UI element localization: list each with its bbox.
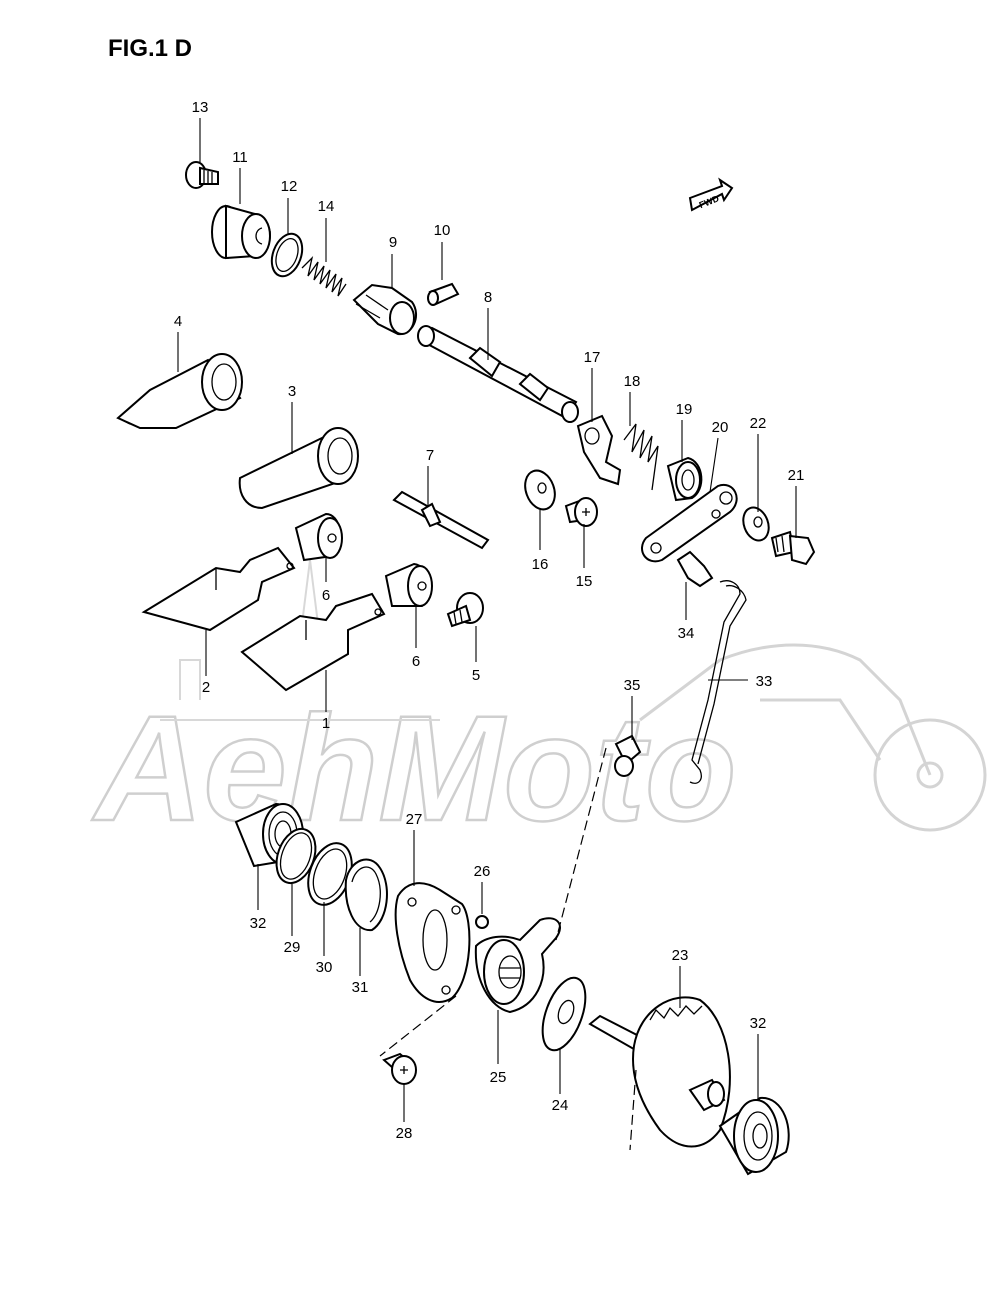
label-7: 7 [426, 447, 434, 464]
label-5: 5 [472, 667, 480, 684]
label-20: 20 [712, 419, 729, 436]
label-2: 2 [202, 679, 210, 696]
label-35: 35 [624, 677, 641, 694]
part-28-screw [382, 1052, 417, 1085]
figure-title: FIG.1 D [108, 35, 192, 62]
part-6-bushing-b [384, 562, 433, 607]
watermark-motorcycle-icon [639, 643, 987, 832]
part-6-bushing-a [294, 512, 343, 562]
part-3-valve [238, 427, 359, 510]
label-34: 34 [678, 625, 695, 642]
label-30: 30 [316, 959, 333, 976]
part-1-valve-blade [240, 592, 386, 692]
label-16: 16 [532, 556, 549, 573]
label-28: 28 [396, 1125, 413, 1142]
label-1: 1 [322, 715, 330, 732]
fwd-arrow-icon: FWD [688, 177, 734, 212]
label-17: 17 [584, 349, 601, 366]
label-4: 4 [174, 313, 182, 330]
label-33: 33 [756, 673, 773, 690]
part-33-rod [689, 580, 747, 784]
part-17-plate [576, 414, 622, 486]
part-21-bolt [770, 530, 816, 566]
part-19-collar [666, 456, 703, 502]
part-20-lever-plate [641, 483, 738, 563]
part-23-gear-shaft [588, 996, 731, 1148]
label-25: 25 [490, 1069, 507, 1086]
leader-lines [177, 118, 797, 1122]
part-22-washer [742, 506, 770, 542]
assembly-lines [379, 747, 637, 1151]
part-16-washer [524, 469, 556, 511]
part-27-plate [394, 882, 471, 1003]
part-7-pin [392, 490, 490, 550]
label-32-left: 32 [250, 915, 267, 932]
label-26: 26 [474, 863, 491, 880]
part-8-shaft [417, 325, 579, 423]
label-13: 13 [192, 99, 209, 116]
part-number-labels: 13 11 12 14 9 10 8 4 3 7 17 18 19 20 22 … [174, 99, 805, 1142]
label-31: 31 [352, 979, 369, 996]
part-25-kick-gear [474, 917, 561, 1014]
label-10: 10 [434, 222, 451, 239]
label-32-right: 32 [750, 1015, 767, 1032]
label-29: 29 [284, 939, 301, 956]
part-35-clip [614, 734, 642, 777]
part-24-washer [541, 976, 587, 1052]
label-21: 21 [788, 467, 805, 484]
part-26-ball [475, 915, 489, 929]
part-32-bearing-right [718, 1096, 790, 1176]
label-9: 9 [389, 234, 397, 251]
label-27: 27 [406, 811, 423, 828]
part-13-screw [185, 161, 219, 189]
part-11-cap [211, 204, 271, 260]
part-4-exhaust-valve [116, 353, 243, 429]
label-22: 22 [750, 415, 767, 432]
part-15-screw [564, 497, 598, 527]
label-14: 14 [318, 198, 335, 215]
part-10-pin [427, 282, 460, 306]
label-3: 3 [288, 383, 296, 400]
label-11: 11 [232, 149, 248, 166]
part-31-seal [344, 858, 388, 932]
label-23: 23 [672, 947, 689, 964]
part-34-clip [676, 550, 714, 588]
label-19: 19 [676, 401, 693, 418]
label-6-upper: 6 [322, 587, 330, 604]
part-2-valve-blade [141, 546, 296, 632]
label-18: 18 [624, 373, 641, 390]
label-8: 8 [484, 289, 492, 306]
label-6-lower: 6 [412, 653, 420, 670]
part-9-lever [352, 283, 417, 336]
label-15: 15 [576, 573, 593, 590]
label-24: 24 [552, 1097, 569, 1114]
part-12-o-ring [270, 232, 304, 278]
part-14-spring [301, 255, 347, 297]
label-12: 12 [281, 178, 298, 195]
part-5-screw [446, 592, 484, 628]
part-18-spring [623, 423, 659, 491]
